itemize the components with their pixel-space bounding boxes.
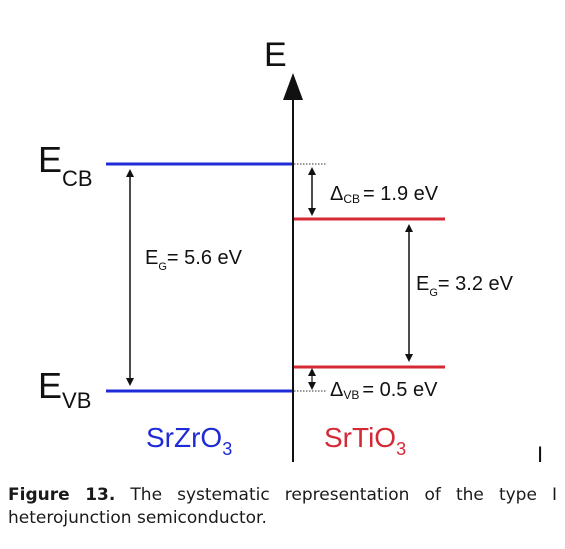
figure-caption-text: The systematic representation of the typ… xyxy=(8,485,557,528)
vb-offset-label: ΔVB= 0.5 eV xyxy=(330,379,438,402)
cb-offset-label: ΔCB= 1.9 eV xyxy=(330,183,439,206)
energy-axis-arrowhead xyxy=(283,73,303,100)
heterojunction-diagram: E ECB EVB EG= 5.6 eV EG= 3.2 eV ΔCB= 1.9… xyxy=(38,36,543,467)
right-bandgap-label: EG= 3.2 eV xyxy=(416,273,514,299)
energy-axis-label: E xyxy=(264,36,287,74)
left-vb-label: EVB xyxy=(38,365,91,413)
left-bandgap-label: EG= 5.6 eV xyxy=(145,247,243,273)
left-material-label: SrZrO3 xyxy=(146,422,232,459)
figure-caption-label: Figure 13. xyxy=(8,485,116,505)
right-material-label: SrTiO3 xyxy=(324,422,406,459)
left-cb-label: ECB xyxy=(38,139,93,191)
figure-caption: Figure 13. The systematic representation… xyxy=(8,484,557,530)
stray-vertical-mark: I xyxy=(537,442,543,467)
